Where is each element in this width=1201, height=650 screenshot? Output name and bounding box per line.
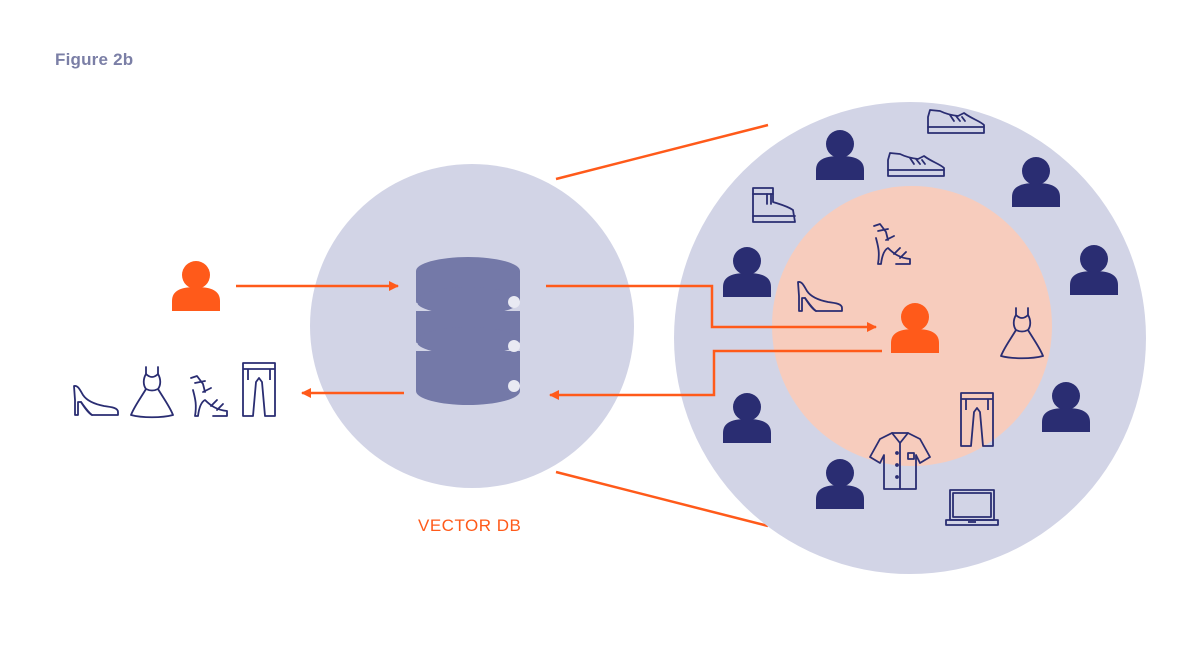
zoom-line-bottom — [555, 470, 769, 528]
arrow-db-to-embedding — [546, 284, 877, 332]
zoom-line-top — [555, 123, 769, 181]
arrow-embedding-to-db — [549, 349, 882, 400]
vector-db-label: VECTOR DB — [418, 516, 522, 535]
result-pants-icon — [242, 362, 276, 417]
query-user-icon — [172, 261, 220, 311]
result-dress-icon — [130, 366, 174, 419]
figure-label: Figure 2b — [55, 50, 134, 69]
result-sandal-icon — [190, 375, 228, 417]
result-high-heel-icon — [73, 384, 119, 416]
database-icon — [414, 257, 522, 405]
